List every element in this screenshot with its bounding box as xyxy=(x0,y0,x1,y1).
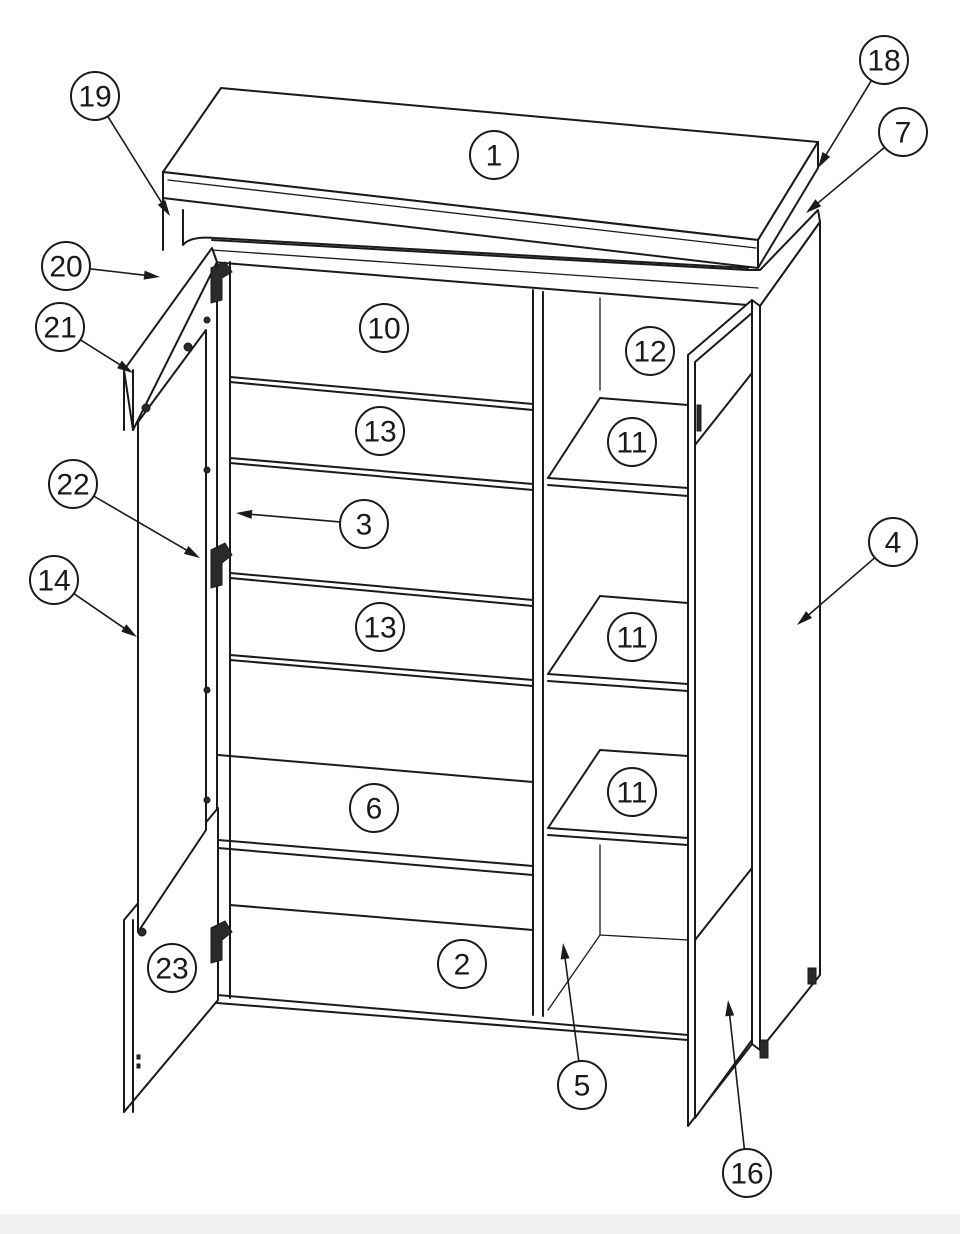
callout-arrowhead xyxy=(797,611,813,625)
callout-circle xyxy=(868,517,918,567)
callout-number: 18 xyxy=(867,45,900,78)
callout-number: 11 xyxy=(616,427,647,460)
callout-18: 18 xyxy=(818,35,909,168)
callout-11: 11 xyxy=(607,417,657,467)
callout-circle xyxy=(35,302,85,352)
callout-13: 13 xyxy=(355,602,405,652)
callout-number: 2 xyxy=(454,949,471,982)
callout-leader-line xyxy=(728,1011,746,1150)
bottom-band xyxy=(0,1214,960,1234)
callout-number: 19 xyxy=(78,81,111,114)
callout-11: 11 xyxy=(607,612,657,662)
callout-12: 12 xyxy=(625,326,675,376)
callout-number: 4 xyxy=(885,527,902,560)
callout-circle xyxy=(41,241,91,291)
callout-number: 1 xyxy=(486,140,503,173)
callout-number: 13 xyxy=(363,416,396,449)
callout-circle xyxy=(557,1060,607,1110)
callout-circle xyxy=(607,612,657,662)
right-compartment-shelves xyxy=(547,397,689,1011)
callout-number: 11 xyxy=(616,777,647,810)
callout-arrowhead xyxy=(725,1000,735,1017)
middle-partition xyxy=(532,289,601,1017)
callout-circle xyxy=(355,406,405,456)
callout-16: 16 xyxy=(722,1000,772,1198)
callout-number: 22 xyxy=(56,469,89,502)
callout-23: 23 xyxy=(147,943,197,993)
callout-arrowhead xyxy=(157,200,170,216)
callout-14: 14 xyxy=(29,555,137,637)
callout-circle xyxy=(722,1148,772,1198)
callout-5: 5 xyxy=(557,943,607,1110)
callout-number: 12 xyxy=(633,336,666,369)
callout-number: 7 xyxy=(895,117,912,150)
callout-number: 20 xyxy=(49,251,82,284)
left-compartment-shelves xyxy=(217,376,534,931)
callout-arrowhead xyxy=(121,624,137,637)
callout-circle xyxy=(878,107,928,157)
callout-19: 19 xyxy=(70,71,170,216)
right-door xyxy=(687,299,753,1127)
callout-circle xyxy=(339,499,389,549)
callout-leader-line xyxy=(563,954,580,1062)
callout-leader-line xyxy=(823,80,873,159)
callout-number: 5 xyxy=(574,1070,591,1103)
callout-number: 3 xyxy=(356,509,373,542)
callout-circle xyxy=(70,71,120,121)
callout-arrowhead xyxy=(143,270,160,280)
callout-arrowhead xyxy=(560,943,570,960)
callout-number: 10 xyxy=(367,313,400,346)
callout-circle xyxy=(48,459,98,509)
callout-arrowhead xyxy=(806,199,822,213)
callout-circle xyxy=(607,767,657,817)
callout-arrowhead xyxy=(117,360,133,373)
callout-10: 10 xyxy=(359,303,409,353)
callout-arrowhead xyxy=(236,509,253,519)
callout-number: 23 xyxy=(155,953,188,986)
callout-circle xyxy=(859,35,909,85)
callout-3: 3 xyxy=(236,499,389,549)
callout-4: 4 xyxy=(797,517,918,625)
callout-leader-line xyxy=(805,557,876,618)
callout-leader-line xyxy=(89,267,149,277)
callout-number: 6 xyxy=(366,793,383,826)
callout-number: 21 xyxy=(43,312,76,345)
callout-leader-line xyxy=(107,115,165,207)
callout-leader-line xyxy=(93,495,191,553)
callout-circle xyxy=(349,783,399,833)
callout-21: 21 xyxy=(35,302,133,373)
callout-circle xyxy=(29,555,79,605)
callout-circle xyxy=(359,303,409,353)
callout-circle xyxy=(469,130,519,180)
callout-circle xyxy=(625,326,675,376)
callout-circle xyxy=(607,417,657,467)
callout-11: 11 xyxy=(607,767,657,817)
callout-circle xyxy=(355,602,405,652)
callout-number: 13 xyxy=(363,612,396,645)
callout-13: 13 xyxy=(355,406,405,456)
callout-circle xyxy=(147,943,197,993)
callout-2: 2 xyxy=(437,939,487,989)
callout-arrowhead xyxy=(818,152,831,168)
callout-leader-line xyxy=(814,146,886,206)
callout-number: 16 xyxy=(730,1158,763,1191)
callout-7: 7 xyxy=(806,107,928,213)
callout-20: 20 xyxy=(41,241,160,291)
callout-leader-line xyxy=(73,592,128,631)
callout-number: 14 xyxy=(37,565,70,598)
callout-layer: 1 18 7 19 20 21 10 12 13 11 22 3 4 14 13 11 11 6 23 2 5 16 xyxy=(29,35,928,1198)
callout-circle xyxy=(437,939,487,989)
callout-arrowhead xyxy=(183,546,200,558)
callout-1: 1 xyxy=(469,130,519,180)
callout-6: 6 xyxy=(349,783,399,833)
right-side-panel xyxy=(751,221,821,1059)
callout-number: 11 xyxy=(616,622,647,655)
callout-leader-line xyxy=(247,513,341,523)
hinges xyxy=(210,261,233,964)
callout-leader-line xyxy=(79,339,124,368)
callout-22: 22 xyxy=(48,459,200,558)
